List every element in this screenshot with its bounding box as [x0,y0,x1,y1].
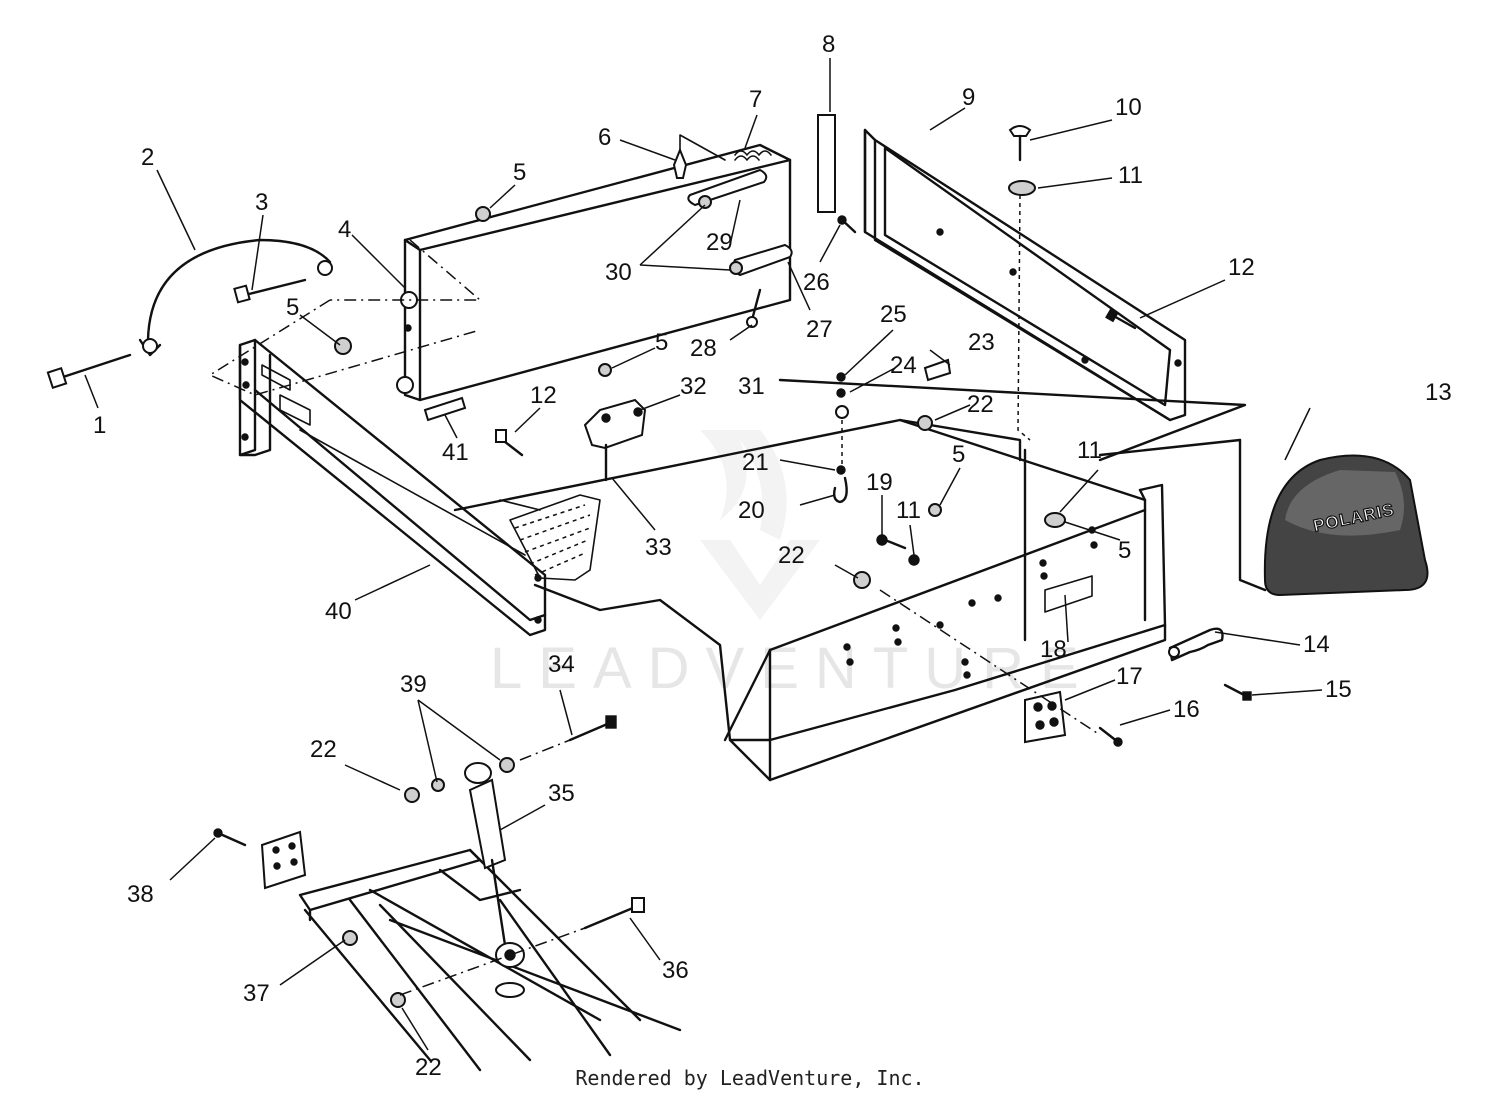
callout-6: 6 [598,124,611,151]
tailgate [330,143,792,402]
polaris-decal: POLARIS [1263,454,1429,597]
callout-9: 9 [962,84,975,111]
callout-12a: 12 [1228,254,1255,281]
callout-34: 34 [548,651,575,678]
cargo-box [238,338,1267,782]
callout-28: 28 [690,335,717,362]
callout-10: 10 [1115,94,1142,121]
rear-gate-frame [863,128,1187,422]
callout-labels: 1 2 3 4 5 5 5 5 5 6 7 8 9 10 11 11 11 12… [93,31,1452,1081]
callout-11b: 11 [1077,437,1102,464]
leader-lines [84,58,1323,1051]
callout-11c: 11 [896,497,921,524]
callout-33: 33 [645,534,672,561]
tailgate-cable [146,238,332,342]
callout-29: 29 [706,229,733,256]
callout-40: 40 [325,598,352,625]
callout-41: 41 [442,439,469,466]
callout-32: 32 [680,373,707,400]
callout-30: 30 [605,259,632,286]
callout-12b: 12 [530,382,557,409]
callout-22a: 22 [967,391,994,418]
front-decal [1044,575,1093,613]
callout-4: 4 [338,216,351,243]
callout-39: 39 [400,671,427,698]
callout-11a: 11 [1118,162,1143,189]
left-side-rail [238,338,547,637]
hardware [46,114,1252,1008]
callout-5c: 5 [655,329,668,356]
callout-16: 16 [1173,696,1200,723]
callout-22b: 22 [778,542,805,569]
rendered-by-footer: Rendered by LeadVenture, Inc. [575,1066,925,1090]
callout-2: 2 [141,144,154,171]
callout-24: 24 [890,352,917,379]
callout-25: 25 [880,301,907,328]
callout-1: 1 [93,412,106,439]
callout-19: 19 [866,469,893,496]
callout-5d: 5 [952,441,965,468]
callout-5b: 5 [286,294,299,321]
callout-38: 38 [127,881,154,908]
callout-26: 26 [803,269,830,296]
diamond-plate [509,494,601,581]
callout-5a: 5 [513,159,526,186]
callout-22d: 22 [415,1054,442,1081]
callout-7: 7 [749,86,762,113]
callout-5e: 5 [1118,537,1131,564]
callout-20: 20 [738,497,765,524]
callout-18: 18 [1040,636,1067,663]
callout-27: 27 [806,316,833,343]
callout-35: 35 [548,780,575,807]
watermark-logo [700,430,820,620]
callout-13: 13 [1425,379,1452,406]
callout-3: 3 [255,189,268,216]
front-panel-holes [843,526,1098,679]
callout-31: 31 [738,373,765,400]
watermark-text: LEADVENTURE [490,636,1095,701]
callout-15: 15 [1325,676,1352,703]
callout-36: 36 [662,957,689,984]
callout-21: 21 [742,449,769,476]
callout-23: 23 [968,329,995,356]
shock-assembly [213,715,682,1072]
callout-14: 14 [1303,631,1330,658]
callout-37: 37 [243,980,270,1007]
callout-22c: 22 [310,736,337,763]
callout-8: 8 [822,31,835,58]
callout-17: 17 [1116,663,1143,690]
